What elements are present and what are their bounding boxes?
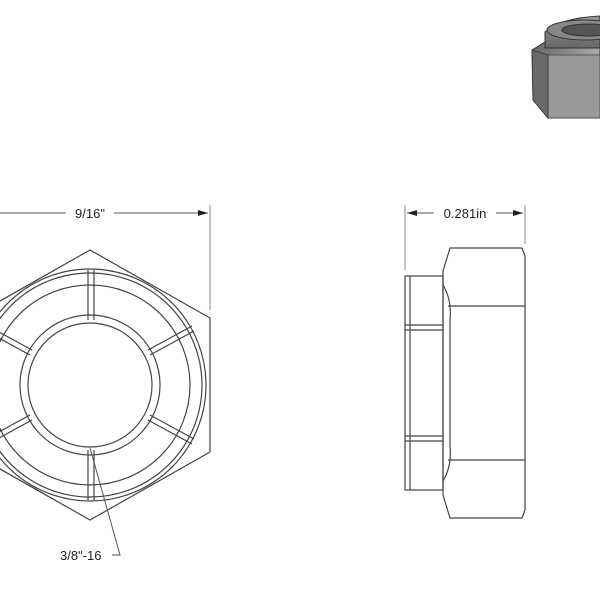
thickness-dimension-label: 0.281in [444, 206, 487, 221]
front-view: 9/16" 3/8"-16 [0, 205, 211, 563]
side-view: 0.281in [404, 205, 526, 519]
width-dimension-label: 9/16" [75, 206, 105, 221]
isometric-nut-view [531, 15, 600, 120]
thread-callout-label: 3/8"-16 [60, 548, 101, 563]
